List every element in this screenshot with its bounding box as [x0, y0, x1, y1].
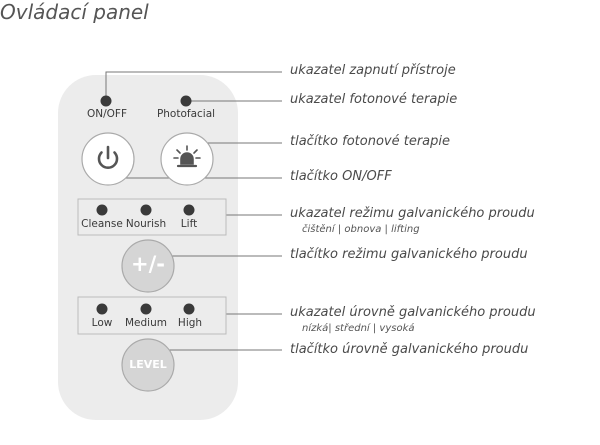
callout-photo-button: tlačítko fotonové terapie — [290, 134, 451, 149]
leader-power-indicator — [105, 71, 282, 97]
lift-label: Lift — [180, 218, 198, 230]
photo-therapy-button[interactable] — [160, 132, 214, 186]
power-icon — [97, 145, 119, 169]
callout-mode-indicator-sub: čištění | obnova | lifting — [302, 224, 420, 235]
cleanse-indicator-led — [96, 204, 108, 216]
diagram-title: Ovládací panel — [0, 0, 149, 24]
cleanse-label: Cleanse — [81, 218, 123, 230]
callout-level-indicator: ukazatel úrovně galvanického proudu — [290, 305, 536, 320]
callout-level-indicator-sub: nízká| střední | vysoká — [302, 323, 415, 334]
medium-label: Medium — [125, 317, 167, 329]
level-button-label: LEVEL — [129, 358, 167, 371]
nourish-label: Nourish — [125, 218, 167, 230]
high-label: High — [177, 317, 203, 329]
callout-power-button: tlačítko ON/OFF — [290, 169, 392, 184]
power-button[interactable] — [81, 132, 135, 186]
mode-button-label: +/- — [131, 252, 165, 276]
low-label: Low — [91, 317, 113, 329]
callout-mode-button: tlačítko režimu galvanického proudu — [290, 247, 528, 262]
beacon-light-icon — [173, 145, 201, 168]
level-button[interactable] — [121, 338, 175, 392]
high-indicator-led — [183, 303, 195, 315]
photofacial-indicator-led — [180, 95, 192, 107]
medium-indicator-led — [140, 303, 152, 315]
nourish-indicator-led — [140, 204, 152, 216]
level-indicator-frame — [77, 296, 227, 335]
lift-indicator-led — [183, 204, 195, 216]
on-off-indicator-led — [100, 95, 112, 107]
photofacial-label: Photofacial — [156, 108, 216, 120]
on-off-label: ON/OFF — [86, 108, 127, 120]
low-indicator-led — [96, 303, 108, 315]
callout-level-button: tlačítko úrovně galvanického proudu — [290, 342, 529, 357]
callout-power-indicator: ukazatel zapnutí přístroje — [290, 63, 456, 78]
mode-button[interactable] — [121, 239, 175, 293]
callout-photo-indicator: ukazatel fotonové terapie — [290, 92, 458, 107]
callout-mode-indicator: ukazatel režimu galvanického proudu — [290, 206, 535, 221]
mode-indicator-frame — [77, 198, 227, 236]
